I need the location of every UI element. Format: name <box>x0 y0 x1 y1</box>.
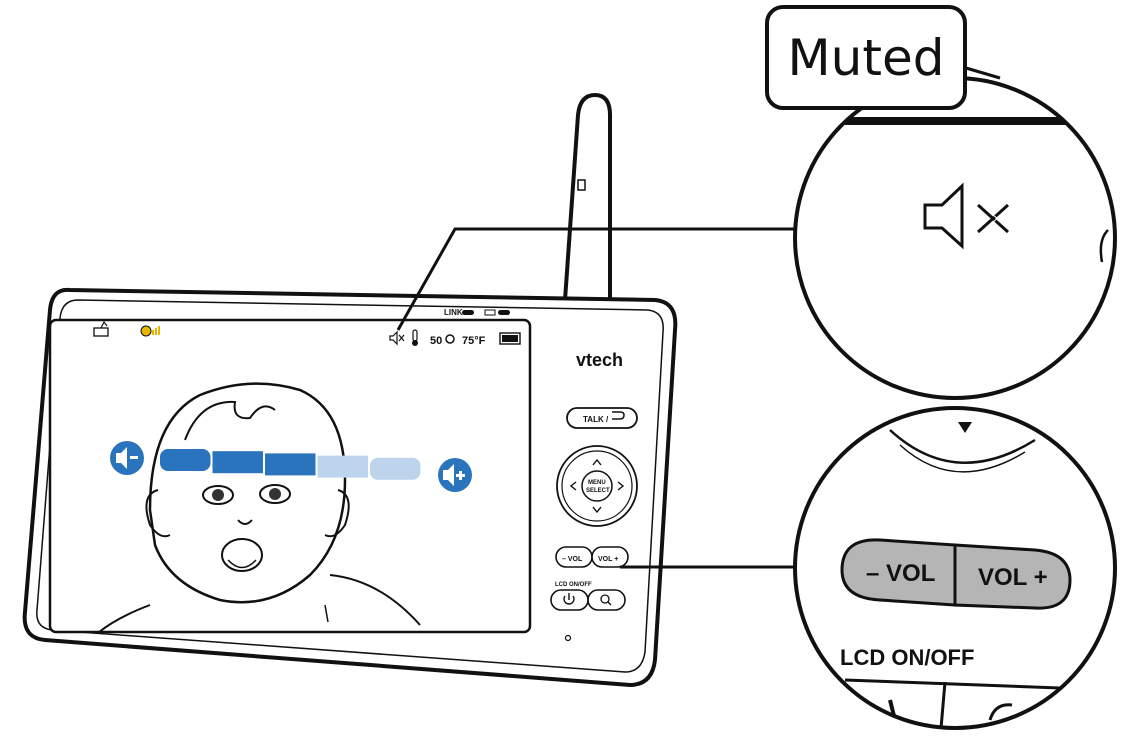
svg-text:VOL +: VOL + <box>598 556 618 563</box>
volume-overlay <box>110 441 472 492</box>
volume-segment <box>265 453 316 476</box>
power-icon <box>563 593 575 605</box>
link-indicator: LINK <box>444 308 474 317</box>
volume-segment <box>160 449 211 471</box>
zoom-callout-volume: – VOL VOL + LCD ON/OFF <box>793 406 1117 730</box>
volume-down-icon <box>110 441 144 475</box>
back-arrow-icon <box>612 411 625 420</box>
camera-icon <box>93 320 109 337</box>
svg-text:LINK: LINK <box>444 308 463 317</box>
baby-image <box>89 382 421 632</box>
thermometer-icon <box>412 329 418 346</box>
vol-down-button[interactable]: – VOL <box>555 546 593 568</box>
menu-select-button[interactable]: MENU SELECT <box>581 470 613 502</box>
brand-logo: vtech <box>576 350 623 370</box>
volume-segment <box>370 457 421 480</box>
navigation-pad[interactable]: MENU SELECT <box>556 445 638 527</box>
zoom-button[interactable] <box>587 589 626 611</box>
humidity-readout: 50 <box>430 335 442 347</box>
down-arrow-icon[interactable] <box>592 506 602 514</box>
muted-callout-label: Muted <box>765 5 967 110</box>
vol-up-button[interactable]: VOL + <box>591 546 629 568</box>
volume-up-icon <box>438 458 472 492</box>
volume-segment <box>317 455 368 478</box>
mute-speaker-icon-small <box>389 330 405 346</box>
temperature-readout: 75°F <box>462 335 486 347</box>
svg-text:– VOL: – VOL <box>562 556 583 563</box>
battery-icon <box>499 332 521 345</box>
signal-icon <box>140 325 160 337</box>
right-arrow-icon[interactable] <box>617 481 625 491</box>
humidity-icon <box>445 334 455 344</box>
talk-button[interactable]: TALK / <box>566 407 638 429</box>
up-arrow-icon[interactable] <box>592 458 602 466</box>
zoom-callout-mute <box>793 76 1117 400</box>
svg-text:MENU: MENU <box>588 480 606 486</box>
left-arrow-icon[interactable] <box>569 481 577 491</box>
svg-text:TALK /: TALK / <box>583 415 609 424</box>
mute-speaker-icon <box>923 182 1012 250</box>
svg-text:VOL +: VOL + <box>978 564 1048 591</box>
svg-text:SELECT: SELECT <box>586 488 610 494</box>
power-button[interactable] <box>550 589 589 611</box>
svg-text:– VOL: – VOL <box>866 560 935 587</box>
lcd-label: LCD ON/OFF <box>555 582 592 588</box>
zoom-lcd-label: LCD ON/OFF <box>840 645 974 670</box>
zoom-vol-down-button: – VOL <box>840 538 957 607</box>
microphone-icon <box>564 634 572 642</box>
leader-lines <box>396 66 1001 569</box>
antenna <box>562 92 612 302</box>
volume-segment <box>212 451 263 474</box>
zoom-vol-up-button: VOL + <box>953 543 1072 610</box>
screen: 50 75°F <box>48 318 532 634</box>
volume-level-bar <box>160 449 421 480</box>
zoom-icon <box>600 594 612 606</box>
battery-indicator <box>484 309 510 316</box>
